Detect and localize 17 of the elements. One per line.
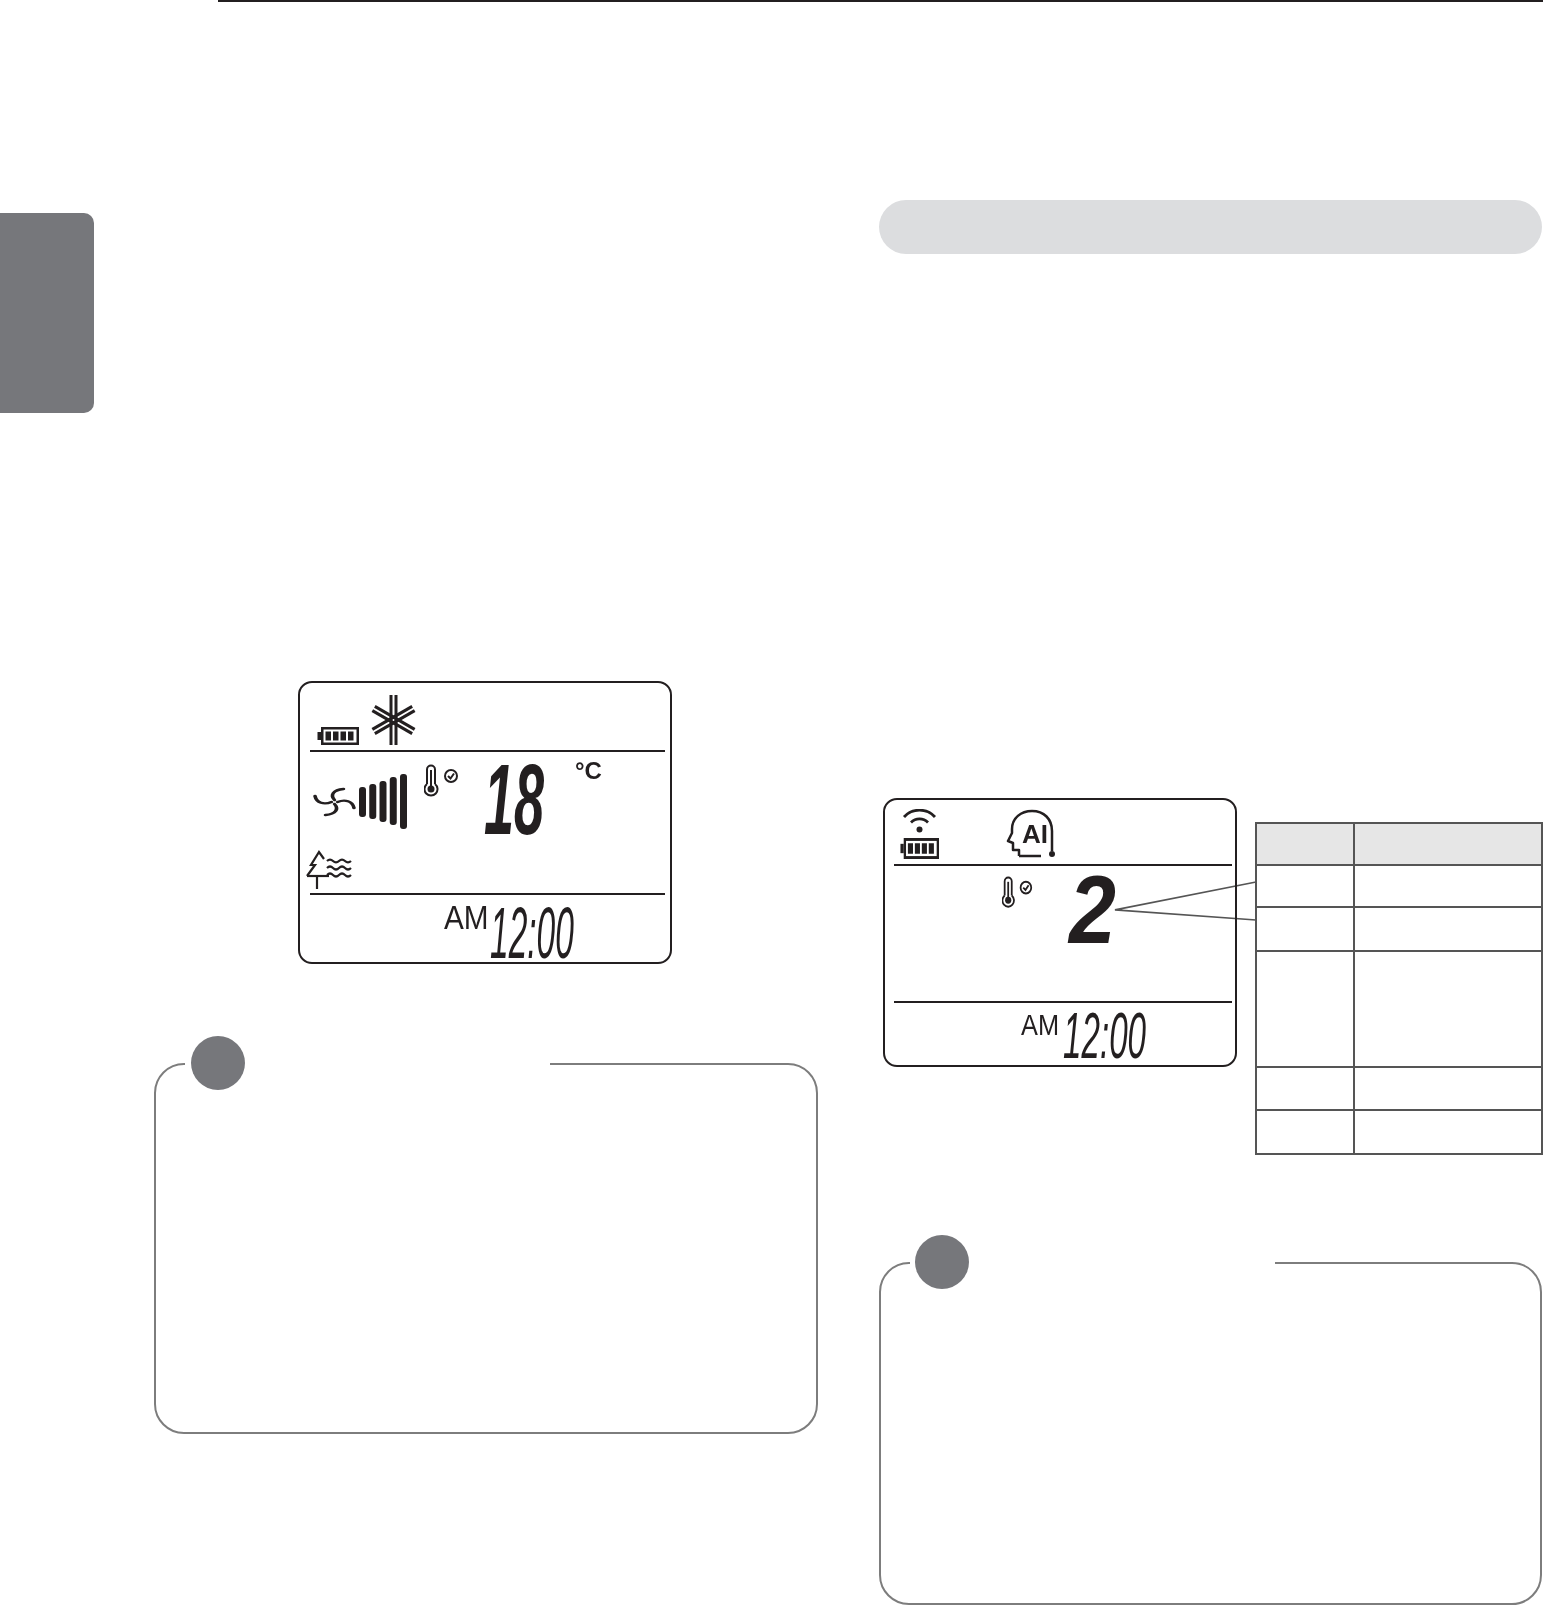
note-box xyxy=(154,1063,818,1434)
side-tab xyxy=(0,213,94,413)
clock-digits: 12:00 xyxy=(490,905,574,961)
note-marker xyxy=(915,1235,969,1289)
clock-digits: 12:00 xyxy=(1063,1012,1147,1061)
ai-label: AI xyxy=(1022,825,1048,845)
temperature-digits: 18 xyxy=(484,761,545,837)
time-period: AM xyxy=(1021,1014,1059,1037)
lcd-display xyxy=(883,798,1237,1067)
lcd-digit: 2 xyxy=(1069,873,1116,947)
time-period: AM xyxy=(444,905,489,931)
note-box xyxy=(879,1262,1542,1605)
note-marker xyxy=(191,1036,245,1090)
lcd-display xyxy=(298,681,672,964)
data-table xyxy=(1255,822,1543,1155)
temperature-unit: °C xyxy=(575,762,602,781)
heading-bar xyxy=(879,200,1542,254)
